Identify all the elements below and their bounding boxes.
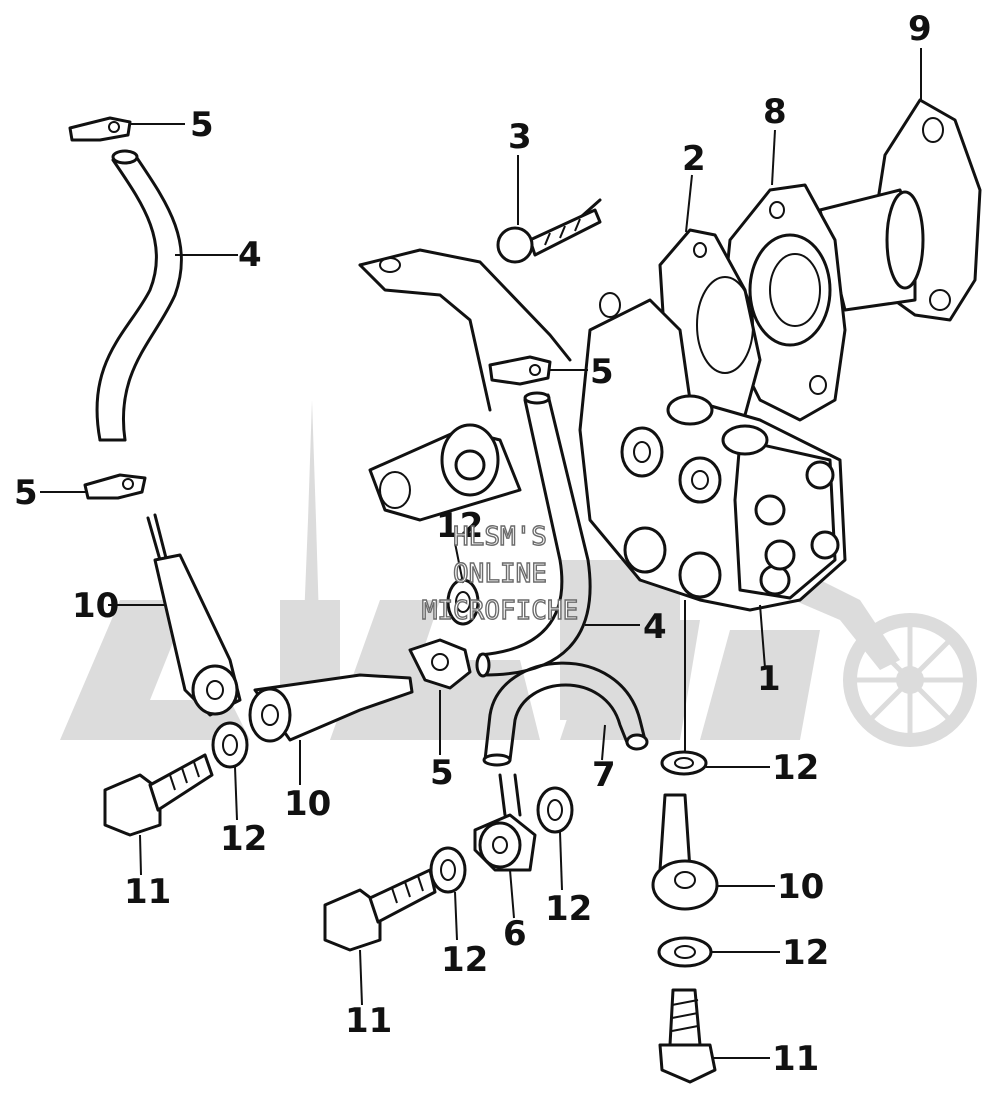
callout-8: 8 <box>763 92 787 132</box>
callout-12-right-lower: 12 <box>782 933 829 973</box>
callout-5-bracket: 5 <box>590 352 614 392</box>
part-12-washers <box>211 578 713 968</box>
callout-5-bottom: 5 <box>430 753 454 793</box>
callout-10-right: 10 <box>777 867 824 907</box>
watermark-line-3: MICROFICHE <box>422 596 579 626</box>
callout-12-center: 12 <box>436 506 483 546</box>
part-9-flange-assembly <box>818 98 982 322</box>
callout-1: 1 <box>757 659 781 699</box>
callout-12-bottom-center: 12 <box>441 940 488 980</box>
part-7-u-hose <box>482 661 649 767</box>
part-5-clips <box>68 116 552 690</box>
callout-5-left: 5 <box>14 473 38 513</box>
callout-2: 2 <box>682 139 706 179</box>
callout-7: 7 <box>592 755 616 795</box>
watermark-text: HLSM'S ONLINE MICROFICHE <box>421 521 579 626</box>
callout-9: 9 <box>908 9 932 49</box>
callout-11-center: 11 <box>345 1001 392 1041</box>
part-11-banjo-bolts <box>103 753 717 1084</box>
part-6-union <box>473 773 537 872</box>
callout-3: 3 <box>508 117 532 157</box>
callout-12-right-center: 12 <box>545 889 592 929</box>
callout-6: 6 <box>503 914 527 954</box>
part-1-oil-pump <box>578 292 847 612</box>
callouts: 9 8 2 3 5 4 5 5 10 12 4 1 12 7 5 10 12 1… <box>14 9 932 1079</box>
callout-12-left: 12 <box>220 819 267 859</box>
leader-lines <box>40 48 922 1059</box>
pump-bracket <box>358 198 602 522</box>
callout-10-left: 10 <box>72 586 119 626</box>
watermark-line-1: HLSM'S <box>453 522 547 552</box>
watermark-line-2: ONLINE <box>453 559 547 589</box>
part-4-hose-lower <box>475 391 592 678</box>
part-10-banjo-fittings <box>146 513 719 911</box>
callout-11-right: 11 <box>772 1039 819 1079</box>
callout-4-upper-hose: 4 <box>238 235 262 275</box>
callout-4-lower-hose: 4 <box>643 607 667 647</box>
callout-11-left: 11 <box>124 872 171 912</box>
callout-12-right-upper: 12 <box>772 748 819 788</box>
part-3-screw <box>496 208 602 264</box>
callout-5-top: 5 <box>190 105 214 145</box>
callout-10-center: 10 <box>284 784 331 824</box>
part-4-hose-upper <box>95 149 183 442</box>
